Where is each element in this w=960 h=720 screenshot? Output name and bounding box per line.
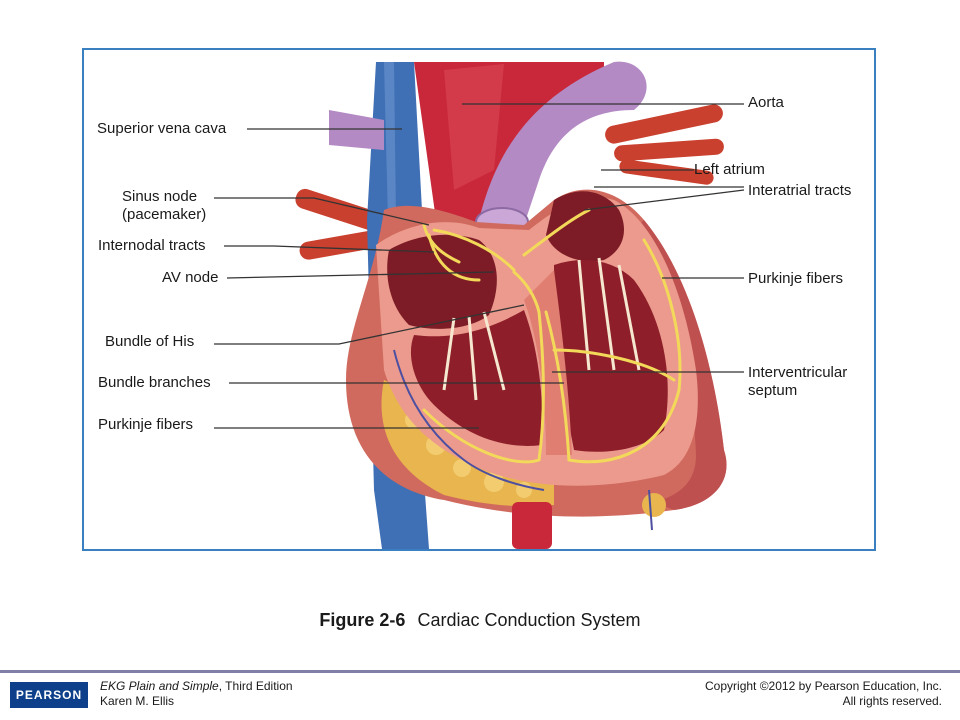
figure-caption: Figure 2-6 Cardiac Conduction System bbox=[0, 610, 960, 631]
label-left-atrium: Left atrium bbox=[694, 161, 765, 178]
label-interventricular-septum: Interventricular septum bbox=[748, 364, 847, 400]
figure-frame: Superior vena cava Sinus node (pacemaker… bbox=[82, 48, 876, 551]
left-atrium-chamber bbox=[546, 191, 624, 262]
label-superior-vena-cava: Superior vena cava bbox=[97, 120, 227, 137]
copyright-line1: Copyright ©2012 by Pearson Education, In… bbox=[705, 679, 942, 693]
label-av-node: AV node bbox=[162, 269, 219, 286]
label-bundle-branches: Bundle branches bbox=[98, 374, 211, 391]
book-title-line: EKG Plain and Simple, Third Edition bbox=[100, 679, 293, 694]
interventricular-septum-wall bbox=[524, 270, 572, 455]
book-author: Karen M. Ellis bbox=[100, 694, 175, 708]
footer-divider bbox=[0, 670, 960, 673]
caption-number: Figure 2-6 bbox=[319, 610, 406, 630]
label-interventricular-line2: septum bbox=[748, 382, 798, 399]
copyright-line2: All rights reserved. bbox=[842, 694, 942, 708]
label-sinus-node-line2: (pacemaker) bbox=[122, 206, 207, 223]
label-internodal-tracts: Internodal tracts bbox=[98, 237, 206, 254]
label-sinus-node-line1: Sinus node bbox=[122, 188, 198, 205]
conduction-pathways bbox=[422, 208, 682, 464]
copyright-notice: Copyright ©2012 by Pearson Education, In… bbox=[705, 679, 942, 709]
right-atrium-chamber bbox=[387, 234, 497, 329]
label-interventricular-line1: Interventricular bbox=[748, 364, 848, 381]
label-interatrial-tracts: Interatrial tracts bbox=[748, 182, 852, 199]
pulmonary-vessels bbox=[295, 104, 724, 260]
label-purkinje-fibers-left: Purkinje fibers bbox=[98, 416, 194, 433]
heart-illustration bbox=[214, 61, 745, 549]
label-sinus-node: Sinus node (pacemaker) bbox=[122, 188, 206, 224]
book-title: EKG Plain and Simple bbox=[100, 679, 219, 693]
caption-title: Cardiac Conduction System bbox=[417, 610, 641, 630]
label-purkinje-fibers-right: Purkinje fibers bbox=[748, 270, 844, 287]
book-edition: , Third Edition bbox=[218, 679, 293, 693]
pearson-logo: PEARSON bbox=[10, 682, 88, 708]
right-ventricle-chamber bbox=[410, 310, 543, 446]
book-info: EKG Plain and Simple, Third Edition Kare… bbox=[100, 679, 293, 709]
leader-lines bbox=[214, 103, 745, 429]
label-bundle-of-his: Bundle of His bbox=[105, 333, 195, 350]
label-aorta: Aorta bbox=[748, 94, 784, 111]
pulmonary-trunk bbox=[479, 61, 647, 225]
